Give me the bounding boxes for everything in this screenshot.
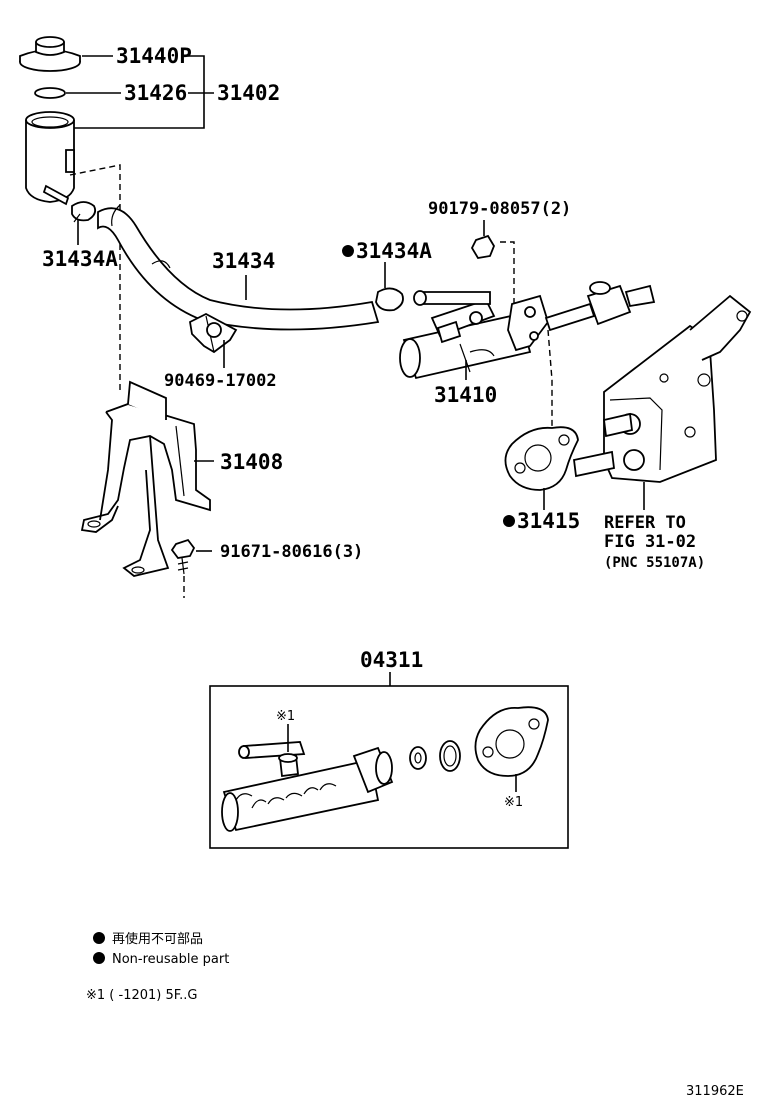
label-31434A-left: 31434A — [42, 247, 118, 271]
kit-snap-ring — [439, 740, 461, 772]
hose-clamp-left — [71, 201, 97, 223]
bolt-91671 — [170, 538, 196, 575]
label-04311: 04311 — [360, 648, 423, 672]
figure-id: 311962E — [686, 1084, 744, 1099]
kit-gasket — [474, 706, 549, 777]
bolt-90179 — [470, 234, 496, 259]
clutch-pedal-bracket — [573, 294, 752, 483]
clutch-master-cylinder — [399, 281, 656, 380]
label-91671-80616: 91671-80616(3) — [220, 542, 363, 562]
label-31434A-right: 31434A — [356, 239, 432, 263]
reservoir-hose — [97, 204, 380, 331]
kit-washer — [409, 746, 427, 770]
label-31426: 31426 — [124, 81, 187, 105]
legend-japanese: 再使用不可部品 — [112, 931, 203, 947]
kit-cylinder-body — [221, 741, 394, 832]
non-reusable-bullet — [93, 932, 105, 944]
repair-kit-box — [209, 685, 569, 849]
reservoir-cap — [19, 36, 81, 72]
reservoir-bracket — [80, 380, 211, 577]
label-31434: 31434 — [212, 249, 275, 273]
footnote: ※1 ( -1201) 5F..G — [86, 988, 197, 1003]
hose-clamp-right — [375, 287, 404, 312]
non-reusable-mark — [342, 245, 354, 257]
label-31440P: 31440P — [116, 44, 192, 68]
reservoir-gasket — [34, 87, 66, 99]
label-31402: 31402 — [217, 81, 280, 105]
label-31410: 31410 — [434, 383, 497, 407]
non-reusable-mark — [503, 515, 515, 527]
kit-mark-1: ※1 — [276, 709, 295, 724]
label-31408: 31408 — [220, 450, 283, 474]
refer-line-2: FIG 31-02 — [604, 532, 696, 552]
reservoir-tank — [25, 111, 75, 206]
label-31415: 31415 — [517, 509, 580, 533]
master-cylinder-gasket — [504, 426, 579, 491]
non-reusable-bullet — [93, 952, 105, 964]
refer-line-3: (PNC 55107A) — [604, 555, 705, 571]
legend-english: Non-reusable part — [112, 952, 229, 967]
kit-plug — [278, 753, 299, 778]
kit-mark-2: ※1 — [504, 795, 523, 810]
label-90469-17002: 90469-17002 — [164, 371, 277, 391]
refer-line-1: REFER TO — [604, 513, 686, 533]
label-90179-08057: 90179-08057(2) — [428, 199, 571, 219]
